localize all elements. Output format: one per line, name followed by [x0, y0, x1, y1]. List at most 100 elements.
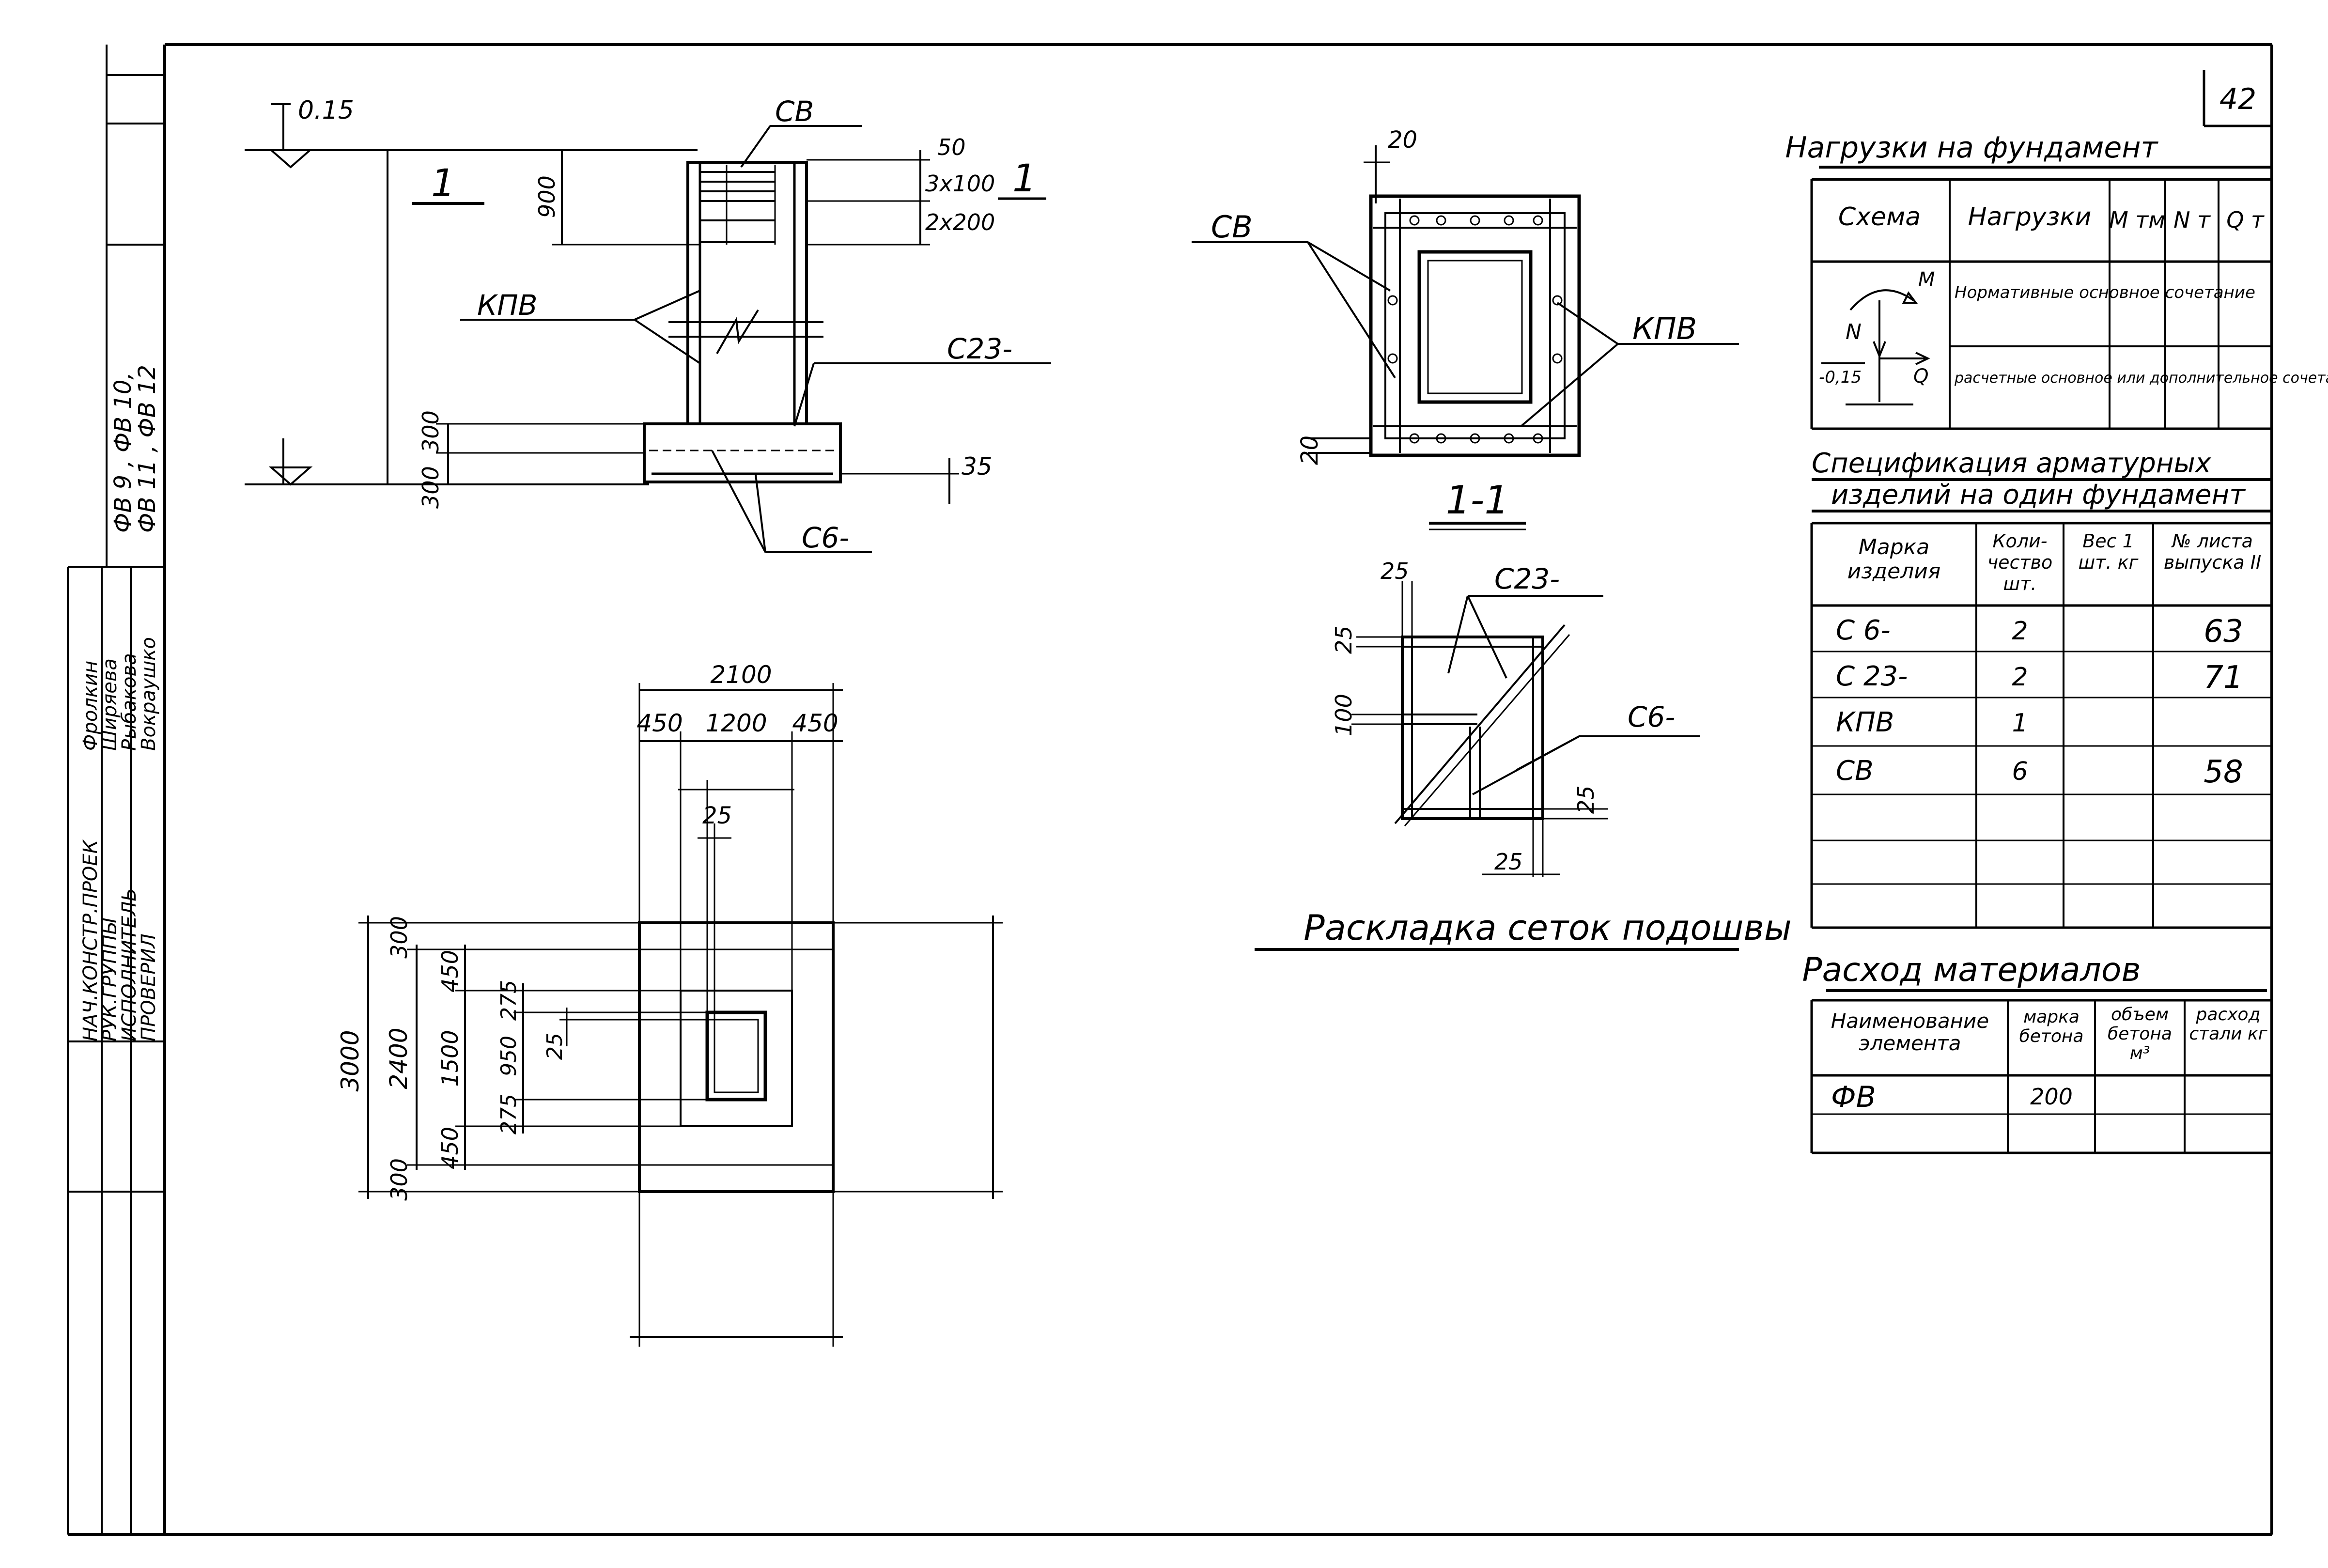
loads-header-loads: Нагрузки — [1968, 202, 2092, 232]
mesh-dim-100: 100 — [1331, 694, 1357, 736]
materials-header-steel: расход стали кг — [2189, 1005, 2267, 1044]
spec-table: Спецификация арматурных изделий на один … — [1810, 448, 2272, 929]
spec-header-sheet: № листа выпуска II — [2163, 530, 2262, 573]
load-scheme: М N Q -0,15 — [1819, 268, 1935, 405]
scheme-q: Q — [1913, 365, 1928, 388]
loads-header-m: М тм — [2109, 207, 2165, 233]
mesh-dim-25-top: 25 — [1381, 558, 1409, 584]
plan-dim-450-bottom: 450 — [437, 1127, 463, 1169]
sheet-number: 42 — [2219, 82, 2256, 116]
loads-header-n: N т — [2173, 207, 2211, 233]
plan-dim-450-top: 450 — [437, 950, 463, 993]
mesh-title: Раскладка сеток подошвы — [1304, 907, 1791, 948]
plan-dim-2400: 2400 — [385, 1027, 413, 1089]
plan-dim-25-top: 25 — [702, 802, 732, 829]
loads-header-scheme: Схема — [1838, 202, 1921, 232]
spec-row-2-mark: С 23- — [1836, 661, 1908, 692]
section-1-1: 20 20 СВ КПВ 1-1 — [1192, 126, 1739, 530]
loads-row-2: расчетные основное или дополнительное со… — [1954, 370, 2328, 387]
materials-header-volume: объем бетона м³ — [2108, 1005, 2172, 1063]
foundation-elevation: 0.15 1 1 300 300 900 50 3x100 2x200 35 С — [245, 95, 1051, 554]
elev-dim-300-upper: 300 — [418, 410, 444, 453]
elev-dim-300-lower: 300 — [418, 466, 444, 509]
mesh-label-c6: С6- — [1628, 700, 1675, 733]
elev-label-c23: С23- — [947, 332, 1012, 365]
section-column-outline — [1369, 194, 1581, 457]
loads-title: Нагрузки на фундамент — [1785, 131, 2159, 165]
plan-base — [638, 921, 835, 1193]
plan-dim-1500: 1500 — [437, 1030, 463, 1087]
section-dim-20-top: 20 — [1388, 126, 1417, 154]
section-dim-20-bottom: 20 — [1296, 435, 1323, 465]
section-mark-right: 1 — [1012, 157, 1037, 201]
elev-label-kpv: КПВ — [477, 289, 538, 322]
loads-header-q: Q т — [2226, 207, 2265, 233]
loads-row-1: Нормативные основное сочетание — [1955, 283, 2255, 302]
mesh-layout: 25 25 100 25 25 С23- С6- Раскладка сеток… — [1255, 558, 1792, 951]
plan-dim-950: 950 — [497, 1036, 521, 1076]
spec-row-1-qty: 2 — [2012, 617, 2028, 646]
stamp-role-1: НАЧ.КОНСТР.ПРОЕК — [79, 839, 102, 1041]
spec-title-line1: Спецификация арматурных — [1812, 448, 2212, 479]
plan-dim-2100: 2100 — [710, 661, 772, 689]
elev-dim-2x200: 2x200 — [925, 209, 995, 235]
spec-row-1-mark: С 6- — [1836, 615, 1891, 646]
plan-dim-275-top: 275 — [497, 980, 521, 1021]
spec-header-weight: Вес 1 шт. кг — [2078, 530, 2139, 573]
stamp-mark-1: ФВ 9 , ФВ 10, — [109, 372, 137, 533]
stamp-name-3: Рыбакова — [118, 653, 140, 751]
plan-step — [680, 990, 793, 1127]
plan-dim-450-left: 450 — [636, 709, 683, 737]
section-inner-void — [1417, 250, 1533, 404]
elev-dim-35: 35 — [962, 452, 993, 481]
materials-row-1-grade: 200 — [2030, 1084, 2073, 1110]
stamp-role-3: ИСПОЛНИТЕЛЬ — [118, 888, 140, 1041]
stamp-role-2: РУК.ГРУППЫ — [99, 917, 121, 1041]
level-value: 0.15 — [298, 96, 354, 125]
plan-dim-300-bottom: 300 — [386, 1158, 412, 1201]
stamp-role-4: ПРОВЕРИЛ — [138, 933, 160, 1041]
plan-dim-25-left: 25 — [543, 1033, 567, 1060]
spec-header-mark: Марка изделия — [1847, 535, 1941, 584]
level-marker-top — [268, 149, 313, 169]
materials-row-1-name: ФВ — [1831, 1080, 1876, 1114]
loads-table: Нагрузки на фундамент Схема Нагрузки М т… — [1785, 131, 2328, 430]
title-stamp: НАЧ.КОНСТР.ПРОЕК РУК.ГРУППЫ ИСПОЛНИТЕЛЬ … — [79, 365, 161, 1041]
spec-row-4-mark: СВ — [1836, 755, 1874, 787]
sheet-number-cell: 42 — [2203, 70, 2272, 127]
spec-row-2-sheet: 71 — [2204, 660, 2243, 696]
spec-row-1-sheet: 63 — [2204, 614, 2243, 650]
plan-dim-1200: 1200 — [705, 709, 767, 737]
elev-dim-3x100: 3x100 — [925, 171, 995, 197]
spec-row-4-qty: 6 — [2012, 757, 2028, 786]
plan-column-void — [705, 1010, 767, 1102]
scheme-level: -0,15 — [1819, 368, 1862, 387]
section-label-kpv: КПВ — [1632, 311, 1697, 346]
materials-table: Расход материалов Наименование элемента … — [1802, 951, 2272, 1154]
section-mark-left: 1 — [431, 162, 455, 205]
mesh-label-c23: С23- — [1494, 562, 1560, 595]
elev-label-c6: С6- — [802, 521, 849, 554]
materials-header-grade: марка бетона — [2019, 1007, 2084, 1046]
plan-dim-275-bottom: 275 — [497, 1094, 521, 1134]
spec-title-line2: изделий на один фундамент — [1831, 479, 2246, 511]
sheet-frame — [67, 43, 2273, 1536]
mesh-dim-25-left: 25 — [1331, 625, 1357, 654]
level-marker-bottom — [268, 466, 313, 486]
plan-dim-3000: 3000 — [336, 1030, 364, 1091]
mesh-dim-25-bottom: 25 — [1494, 849, 1523, 875]
materials-header-name: Наименование элемента — [1831, 1009, 1989, 1055]
section-label-sv: СВ — [1211, 209, 1253, 245]
section-rebar-dots — [1387, 215, 1563, 444]
scheme-m: М — [1918, 268, 1935, 291]
elev-dim-50: 50 — [937, 134, 966, 160]
spec-row-2-qty: 2 — [2012, 663, 2028, 692]
foundation-plan: 2100 450 1200 450 25 3000 2400 300 300 — [336, 661, 1003, 1347]
stamp-mark-2: ФВ 11 , ФВ 12 — [134, 365, 161, 533]
elev-dim-900: 900 — [534, 175, 560, 218]
plan-dim-450-right: 450 — [792, 709, 838, 737]
spec-row-3-mark: КПВ — [1836, 707, 1894, 738]
elev-label-sv: СВ — [775, 95, 814, 128]
spec-header-qty: Коли-чество шт. — [1987, 530, 2053, 594]
